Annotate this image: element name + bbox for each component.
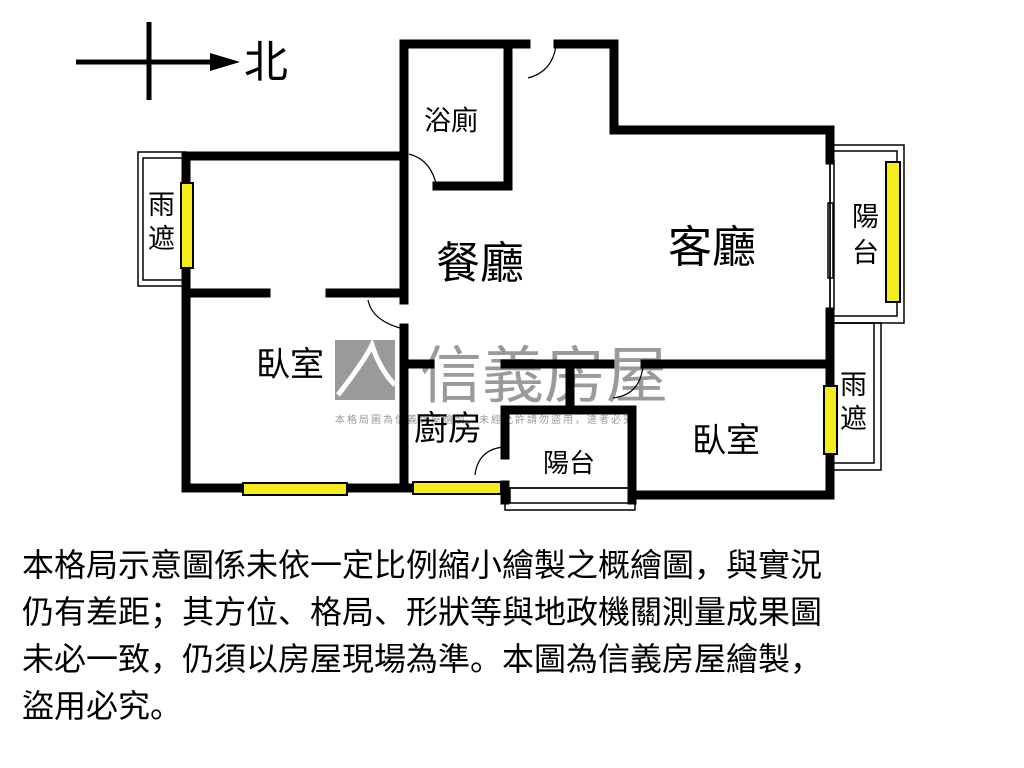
window [242,482,348,496]
bathroom-door[interactable] [408,153,438,189]
entrance-door[interactable] [527,45,557,79]
disclaimer-line: 本格局示意圖係未依一定比例縮小繪製之概繪圖，與實況 [22,546,823,584]
room-bedroom-left: 臥室 [256,345,324,385]
balcony-east-2: 台 [852,238,879,269]
disclaimer-line: 盜用必究。 [22,687,183,725]
north-label: 北 [244,37,288,88]
window [885,161,901,303]
room-dining: 餐廳 [436,238,524,289]
rain-cover-left-2: 遮 [148,224,175,255]
bedroom-right-door[interactable] [612,365,644,399]
room-bathroom: 浴廁 [424,106,478,137]
outer-outlines [137,144,905,511]
room-bedroom-right: 臥室 [692,421,760,461]
window [180,182,194,269]
disclaimer: 本格局示意圖係未依一定比例縮小繪製之概繪圖，與實況 仍有差距；其方位、格局、形狀… [22,542,1012,730]
watermark-notice: 本格局圖為信義房屋繪製，未經允許請勿盜用，違者必究 [335,413,635,426]
north-arrow: 北 [76,22,288,100]
watermark-brand: 信義房屋 [420,339,668,412]
doors [367,45,644,476]
disclaimer-line: 未必一致，仍須以房屋現場為準。本圖為信義房屋繪製， [22,640,823,678]
floor-plan: 信義房屋 本格局圖為信義房屋繪製，未經允許請勿盜用，違者必究 北 [76,22,905,511]
room-living: 客廳 [668,222,756,273]
balcony-door[interactable] [474,446,504,476]
rain-cover-right-2: 遮 [840,404,867,435]
walls [181,39,835,505]
windows [180,161,901,496]
rain-cover-left-1: 雨 [148,190,175,221]
room-balcony-small: 陽台 [543,449,595,479]
window [823,385,838,455]
room-kitchen: 廚房 [414,409,482,449]
rain-cover-right-1: 雨 [840,370,867,401]
window [412,481,502,495]
disclaimer-line: 仍有差距；其方位、格局、形狀等與地政機關測量成果圖 [22,593,823,631]
arrow-head-icon [210,53,240,71]
watermark: 信義房屋 本格局圖為信義房屋繪製，未經允許請勿盜用，違者必究 [335,338,668,426]
bedroom-left-door[interactable] [367,299,401,329]
balcony-east-1: 陽 [852,202,879,233]
